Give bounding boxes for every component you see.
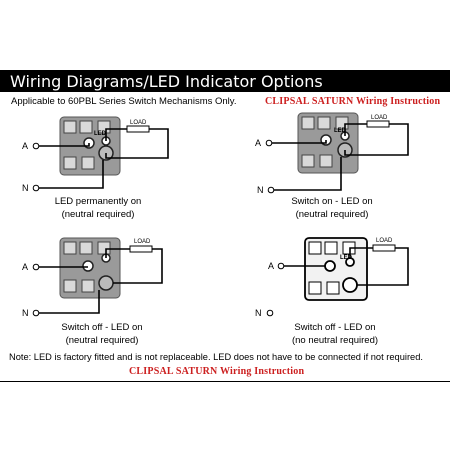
wiring <box>284 247 409 286</box>
caption-line-1: Switch off - LED on <box>61 322 143 333</box>
wiring <box>272 123 409 191</box>
neutral-terminal <box>32 309 40 317</box>
led-label: LED <box>94 131 107 137</box>
neutral-terminal-label: N <box>22 183 29 193</box>
applicability-note: Applicable to 60PBL Series Switch Mechan… <box>11 96 237 107</box>
switch-mechanism <box>304 237 368 301</box>
active-terminal <box>277 262 285 270</box>
neutral-terminal-label: N <box>255 308 262 318</box>
caption-line-1: LED permanently on <box>54 196 142 207</box>
active-terminal-label: A <box>22 262 28 272</box>
caption-line-2: (no neutral required) <box>291 335 379 346</box>
active-terminal <box>32 263 40 271</box>
load-resistor <box>126 125 150 133</box>
wiring-diagram-switch-off-led-on: LOAD A N <box>22 237 163 318</box>
led-label: LED <box>334 128 347 134</box>
brand-label-bottom: CLIPSAL SATURN Wiring Instruction <box>129 366 305 377</box>
diagram-caption: Switch off - LED on (neutral required) <box>42 321 162 347</box>
neutral-terminal-label: N <box>257 185 264 195</box>
page-title: Wiring Diagrams/LED Indicator Options <box>10 72 323 91</box>
active-terminal <box>32 142 40 150</box>
wiring-diagram-led-permanent: LED LOAD A N <box>22 116 169 193</box>
wiring <box>39 248 163 314</box>
load-label: LOAD <box>371 115 388 121</box>
wiring-diagram-switch-on-led-on: LED LOAD A N <box>255 112 409 195</box>
load-resistor <box>129 245 153 253</box>
load-label: LOAD <box>134 239 151 245</box>
caption-line-1: Switch off - LED on <box>294 322 376 333</box>
title-bar <box>0 70 450 92</box>
switch-mechanism <box>59 237 121 299</box>
led-label: LED <box>340 255 353 261</box>
load-resistor <box>366 120 390 128</box>
footer-note: Note: LED is factory fitted and is not r… <box>9 352 423 362</box>
active-terminal-label: A <box>268 261 274 271</box>
caption-line-2: (neutral required) <box>65 335 139 346</box>
load-label: LOAD <box>130 120 147 126</box>
neutral-terminal <box>267 186 275 194</box>
load-label: LOAD <box>376 238 393 244</box>
wiring <box>39 128 169 189</box>
diagram-caption: Switch off - LED on (no neutral required… <box>275 321 395 347</box>
diagram-caption: LED permanently on (neutral required) <box>38 195 158 221</box>
load-resistor <box>372 244 396 252</box>
neutral-terminal <box>266 309 274 317</box>
neutral-terminal <box>32 184 40 192</box>
caption-line-1: Switch on - LED on <box>291 196 373 207</box>
caption-line-2: (neutral required) <box>61 209 135 220</box>
switch-mechanism <box>297 112 359 174</box>
active-terminal-label: A <box>255 138 261 148</box>
wiring-diagram-switch-off-no-neutral: LED LOAD A N <box>255 237 409 318</box>
active-terminal <box>265 139 273 147</box>
brand-label-top: CLIPSAL SATURN Wiring Instruction <box>265 96 441 107</box>
active-terminal-label: A <box>22 141 28 151</box>
diagram-caption: Switch on - LED on (neutral required) <box>272 195 392 221</box>
neutral-terminal-label: N <box>22 308 29 318</box>
caption-line-2: (neutral required) <box>295 209 369 220</box>
bottom-divider <box>0 381 450 382</box>
